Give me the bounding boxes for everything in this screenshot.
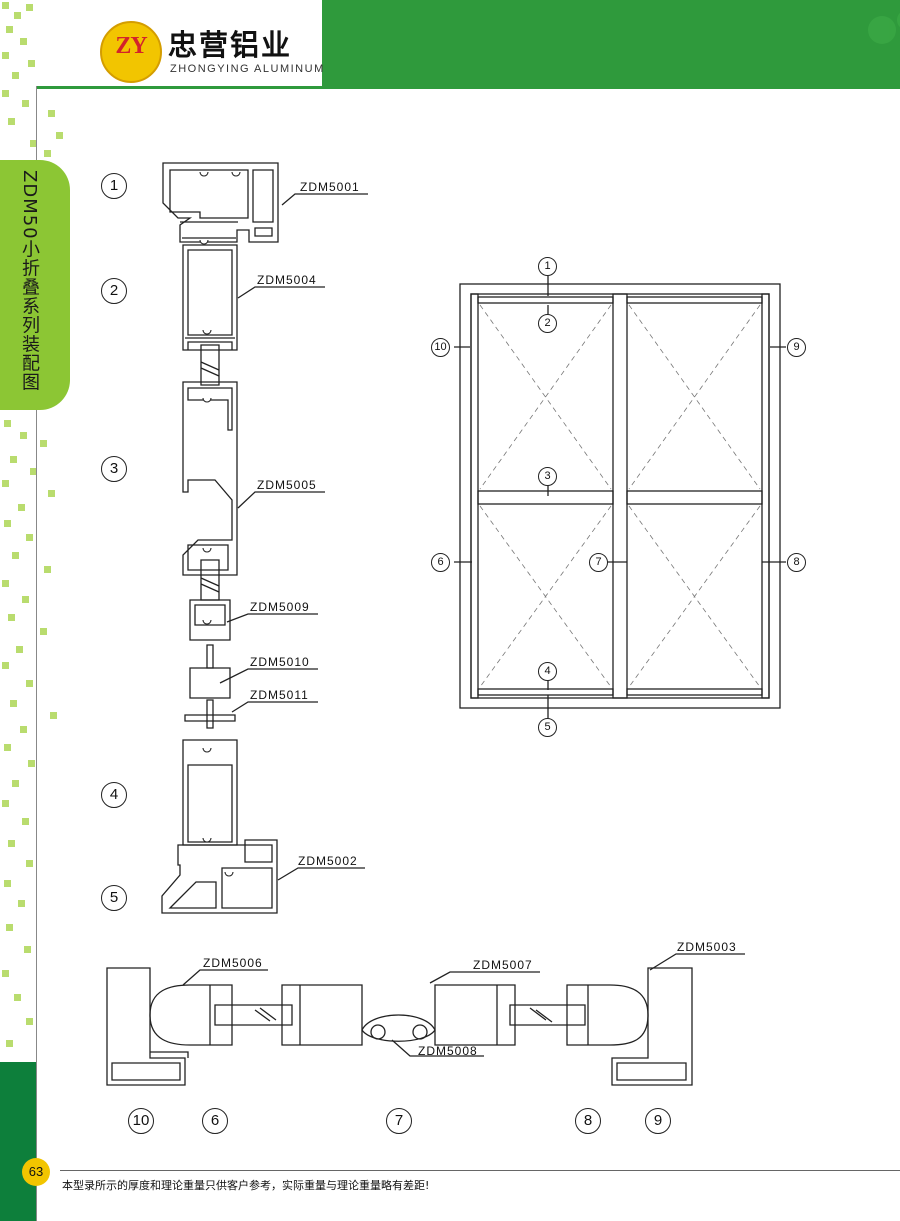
margin-line (36, 86, 37, 1221)
page-number-badge (22, 1158, 50, 1186)
footer-block (0, 1062, 36, 1221)
brand-name-en: ZHONGYING ALUMINUM (170, 63, 325, 75)
elevation-10-number: 10 (431, 338, 450, 357)
elevation-6-number: 6 (431, 553, 450, 572)
leaf-pattern (868, 12, 900, 44)
part-label-5001: ZDM5001 (300, 180, 360, 194)
elevation-5-number: 5 (538, 718, 557, 737)
part-label-5010: ZDM5010 (250, 655, 310, 669)
part-label-5004: ZDM5004 (257, 273, 317, 287)
page-number: 63 (28, 1164, 44, 1179)
section-tab (0, 160, 70, 410)
part-label-5005: ZDM5005 (257, 478, 317, 492)
part-label-5006: ZDM5006 (203, 956, 263, 970)
bottom-8-number: 8 (575, 1108, 601, 1134)
bottom-10-number: 10 (128, 1108, 154, 1134)
section-tab-title: ZDM50小折叠系列装配图 (19, 170, 40, 392)
elevation-4-number: 4 (538, 662, 557, 681)
elevation-2-number: 2 (538, 314, 557, 333)
elevation-3-number: 3 (538, 467, 557, 486)
logo-text: ZY (115, 33, 147, 59)
elevation-8-number: 8 (787, 553, 806, 572)
section-4-number: 4 (101, 782, 127, 808)
header-divider (36, 86, 900, 89)
part-label-5009: ZDM5009 (250, 600, 310, 614)
section-2-number: 2 (101, 278, 127, 304)
part-label-5008: ZDM5008 (418, 1044, 478, 1058)
section-3-number: 3 (101, 456, 127, 482)
mosaic-pattern (2, 2, 63, 1047)
elevation-1-number: 1 (538, 257, 557, 276)
part-label-5002: ZDM5002 (298, 854, 358, 868)
part-label-5011: ZDM5011 (250, 688, 309, 702)
bottom-9-number: 9 (645, 1108, 671, 1134)
part-label-5007: ZDM5007 (473, 958, 533, 972)
section-5-number: 5 (101, 885, 127, 911)
footer-note: 本型录所示的厚度和理论重量只供客户参考，实际重量与理论重量略有差距! (62, 1179, 430, 1192)
part-label-5003: ZDM5003 (677, 940, 737, 954)
brand-name-cn: 忠营铝业 (168, 28, 293, 62)
logo-icon (100, 21, 162, 83)
section-1-number: 1 (101, 173, 127, 199)
footer-divider (60, 1170, 900, 1171)
bottom-6-number: 6 (202, 1108, 228, 1134)
elevation-9-number: 9 (787, 338, 806, 357)
elevation-7-number: 7 (589, 553, 608, 572)
bottom-7-number: 7 (386, 1108, 412, 1134)
header-banner (322, 0, 900, 86)
